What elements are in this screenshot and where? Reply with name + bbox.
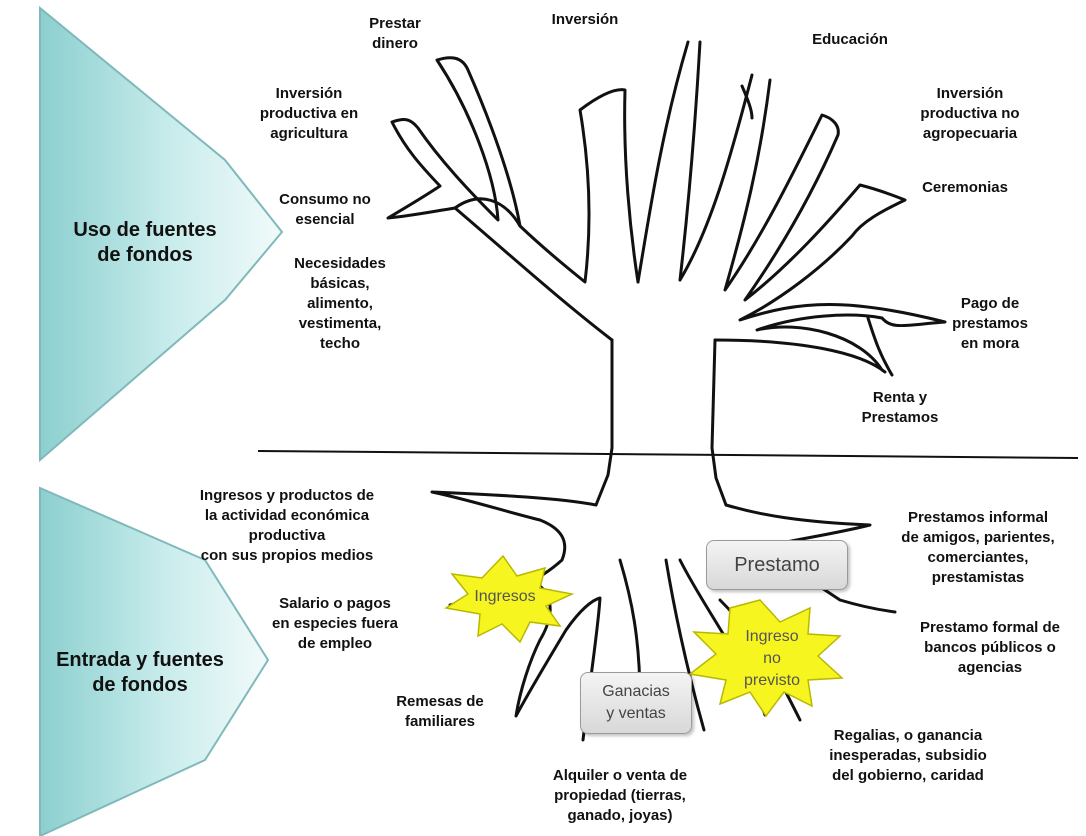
label-renta-prestamos: Renta y Prestamos (861, 389, 939, 426)
label-inversion: Inversión (551, 11, 619, 28)
label-educacion: Educación (812, 31, 888, 48)
entrada-fuentes-label: Entrada y fuentes de fondos (56, 649, 224, 696)
label-inversion-no-agropecuaria: Inversión productiva no agropecuaria (920, 85, 1020, 142)
uso-fuentes-label: Uso de fuentes de fondos (73, 219, 217, 266)
ground-line (257, 450, 1079, 459)
callout-ingresos: Ingresos (474, 588, 536, 605)
label-remesas-familiares: Remesas de familiares (396, 693, 484, 730)
label-necesidades-basicas: Necesidades básicas, alimento, vestiment… (294, 255, 386, 352)
callout-ganancias-ventas: Ganacias y ventas (580, 672, 692, 734)
callout-prestamo: Prestamo (706, 540, 848, 590)
label-prestamos-informal: Prestamos informal de amigos, parientes,… (901, 509, 1055, 586)
label-inversion-agricultura: Inversión productiva en agricultura (259, 85, 359, 142)
label-regalias: Regalias, o ganancia inesperadas, subsid… (829, 727, 987, 784)
label-alquiler-venta: Alquiler o venta de propiedad (tierras, … (552, 767, 688, 824)
label-salario-pagos: Salario o pagos en especies fuera de emp… (272, 595, 398, 652)
label-prestamo-formal: Prestamo formal de bancos públicos o age… (919, 619, 1061, 676)
label-pago-prestamos-mora: Pago de prestamos en mora (952, 295, 1028, 352)
label-prestar-dinero: Prestar dinero (369, 15, 421, 52)
upper-arrow (39, 5, 284, 463)
label-ingresos-actividad: Ingresos y productos de la actividad eco… (199, 487, 375, 564)
ingresos-burst (443, 554, 575, 644)
label-ceremonias: Ceremonias (922, 179, 1008, 196)
lower-arrow (39, 486, 270, 836)
callout-ingreso-no-previsto: Ingreso no previsto (743, 628, 801, 689)
label-consumo-no-esencial: Consumo no esencial (279, 191, 371, 228)
ingreso-no-previsto-burst (688, 599, 844, 718)
